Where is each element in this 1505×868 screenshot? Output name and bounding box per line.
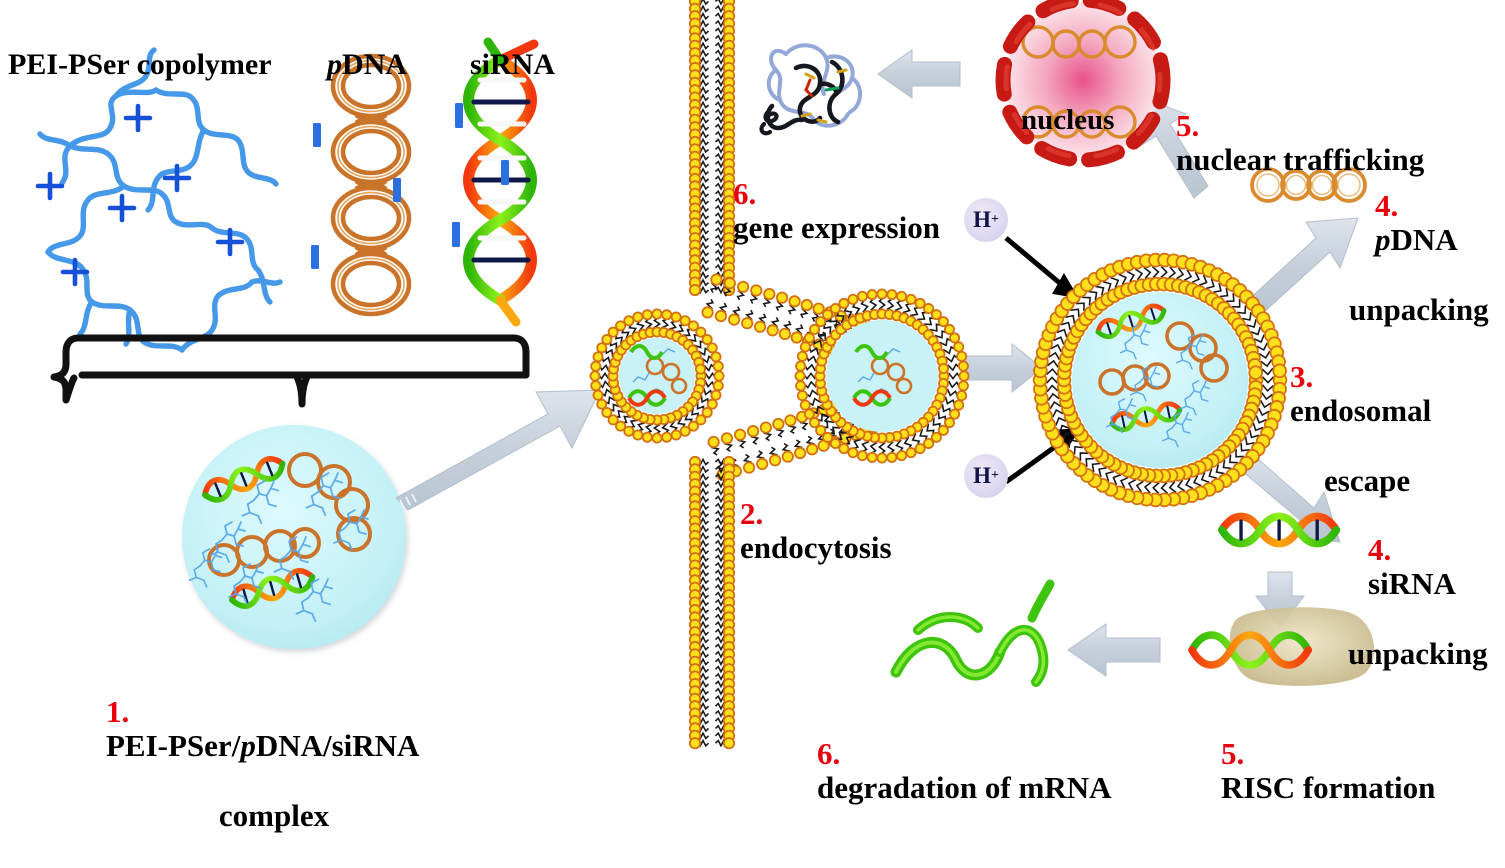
proton-charge: + — [990, 468, 999, 483]
expressed-protein-illustration — [759, 43, 862, 136]
diagram-canvas: H+ H+ PEI-PSer copolymer pDNA siRNA 1. P… — [8, 0, 1489, 833]
endocytic-vesicles — [589, 288, 970, 464]
pei-pser-copolymer-illustration — [35, 47, 283, 353]
step-4-pdna-label: 4. pDNA unpacking — [1349, 154, 1489, 362]
step-4-sirna-rest: siRNA — [1368, 566, 1456, 602]
arrow-risc-to-mrna — [1067, 623, 1161, 677]
proton-label: H — [973, 207, 991, 232]
nucleus-illustration — [995, 0, 1171, 168]
step-5-risc-number: 5. — [1221, 735, 1245, 771]
arrow-endosome-to-pdna-unpacking — [1247, 217, 1359, 315]
grouping-brace — [50, 334, 530, 408]
step-4-pdna-number: 4. — [1375, 187, 1399, 223]
step-4-pdna-rest: DNA — [1390, 222, 1458, 258]
degraded-mrna-illustration — [890, 579, 1055, 687]
step-5-nuclear-number: 5. — [1176, 107, 1200, 143]
step-6-expression-text: gene expression — [733, 210, 940, 246]
step-1-label: 1. PEI-PSer/pDNA/siRNA complex — [106, 660, 464, 868]
pdna-unpacking-illustration — [1250, 167, 1367, 203]
proton-badge-upper: H+ — [964, 198, 1008, 242]
step-4-sirna-number: 4. — [1368, 531, 1392, 567]
nucleus-label: nucleus — [1021, 104, 1115, 137]
step-5-risc-label: 5. RISC formation — [1221, 702, 1435, 806]
proton-label: H — [973, 463, 991, 488]
step-6-mrna-number: 6. — [817, 735, 841, 771]
step-5-nuclear-label: 5. nuclear trafficking — [1176, 74, 1424, 178]
step-2-number: 2. — [740, 495, 764, 531]
step-6-mrna-text: degradation of mRNA — [817, 770, 1112, 806]
step-1-italic-p: p — [240, 728, 256, 764]
pathway-artwork — [35, 0, 1375, 687]
pdna-tick-marks — [311, 123, 401, 269]
step-3-number: 3. — [1290, 358, 1314, 394]
proton-charge: + — [990, 212, 999, 227]
step-4-pdna-line2: unpacking — [1349, 291, 1489, 327]
step-3-label: 3. endosomal escape — [1290, 325, 1431, 533]
legend-sirna-label: siRNA — [470, 47, 556, 81]
pdna-plasmid-illustration — [311, 53, 412, 317]
sirna-helix-illustration — [452, 37, 539, 327]
sirna-tick-marks — [452, 103, 509, 247]
step-4-italic-p: p — [1375, 222, 1391, 258]
legend-polymer-label: PEI-PSer copolymer — [8, 47, 272, 81]
step-1-text-b: DNA/siRNA — [255, 728, 420, 764]
step-1-line2: complex — [218, 797, 330, 833]
step-6-expression-number: 6. — [733, 175, 757, 211]
risc-complex-illustration — [1188, 607, 1375, 686]
step-3-line2: escape — [1324, 462, 1411, 498]
step-5-nuclear-text: nuclear trafficking — [1176, 142, 1425, 178]
arrow-vesicle-to-endosome — [965, 342, 1043, 394]
step-6-mrna-label: 6. degradation of mRNA — [817, 702, 1112, 806]
pdna-italic-p: p — [327, 47, 342, 81]
step-4-sirna-label: 4. siRNA unpacking — [1348, 498, 1488, 706]
polyplex-complex — [182, 425, 406, 649]
step-2-text: endocytosis — [740, 530, 892, 566]
nucleus-pdna-rings — [1021, 25, 1137, 139]
nuclear-envelope-segments — [995, 0, 1171, 168]
step-5-risc-text: RISC formation — [1221, 770, 1436, 806]
pdna-rest: DNA — [342, 47, 407, 81]
endosome-bilayer — [1032, 252, 1288, 508]
positive-charge-marks — [35, 103, 245, 287]
step-3-line1: endosomal — [1290, 393, 1432, 429]
step-1-text-a: PEI-PSer/ — [106, 728, 241, 764]
arrow-nucleus-to-protein — [877, 49, 961, 99]
proton-badge-lower: H+ — [964, 454, 1008, 498]
arrow-complex-to-cell — [395, 389, 601, 511]
step-6-expression-label: 6. gene expression — [733, 142, 940, 246]
step-4-sirna-line2: unpacking — [1348, 635, 1488, 671]
step-1-number: 1. — [106, 693, 130, 729]
step-2-label: 2. endocytosis — [740, 462, 892, 566]
legend-pdna-label: pDNA — [327, 14, 407, 81]
